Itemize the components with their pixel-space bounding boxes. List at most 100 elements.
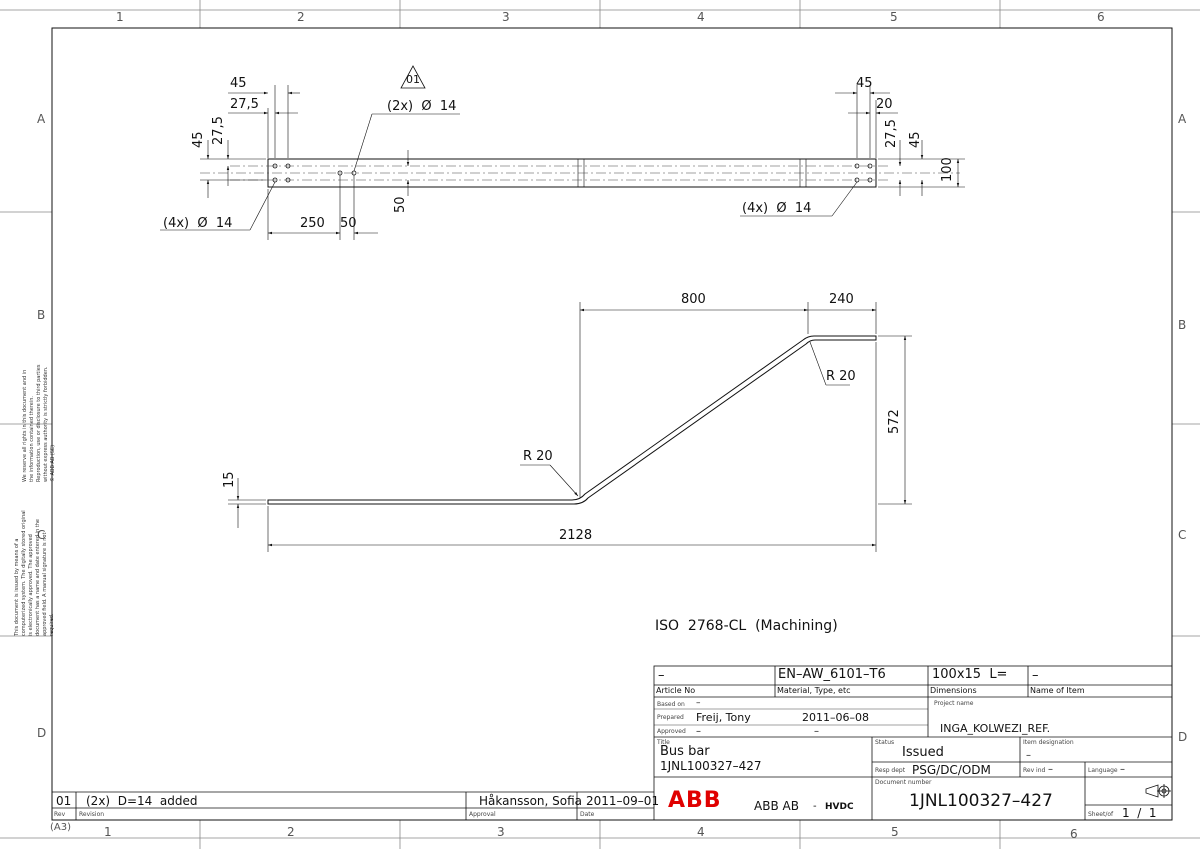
- prepared-date: 2011–06–08: [802, 711, 869, 724]
- dim-45-vertical-right: 45: [908, 131, 923, 148]
- projection-symbol-icon: [1145, 784, 1171, 798]
- project-name-value: INGA_KOLWEZI_REF.: [940, 722, 1051, 735]
- zone-col-3-bottom: 3: [497, 825, 505, 839]
- name-of-item-label: Name of Item: [1030, 686, 1085, 695]
- zone-col-2-top: 2: [297, 10, 305, 24]
- zone-col-1-top: 1: [116, 10, 124, 24]
- approved-value-tb: –: [696, 726, 701, 737]
- zone-col-5-bottom: 5: [891, 825, 899, 839]
- dim-20-right: 20: [876, 97, 893, 112]
- language-value: –: [1120, 764, 1125, 775]
- revision-rev-label: Rev: [54, 811, 66, 818]
- radius-top: R 20: [826, 369, 856, 384]
- side-view-bar: [267, 335, 877, 505]
- article-no-label: Article No: [656, 686, 696, 695]
- title-line2: 1JNL100327–427: [660, 759, 762, 773]
- top-view-dimension-lines: [160, 85, 965, 240]
- document-number-value: 1JNL100327–427: [909, 791, 1053, 811]
- dim-50: 50: [340, 216, 357, 231]
- zone-col-6-top: 6: [1097, 10, 1105, 24]
- copyright-note: We reserve all rights in this document a…: [22, 364, 56, 482]
- item-designation-label: Item designation: [1023, 739, 1074, 746]
- dim-27-5-left: 27,5: [230, 97, 259, 112]
- drawing-border: [51, 27, 1173, 821]
- revision-approved-by: Håkansson, Sofia: [479, 794, 583, 808]
- sheet-value: 1 / 1: [1122, 806, 1157, 820]
- status-label: Status: [875, 739, 895, 746]
- zone-col-3-top: 3: [502, 10, 510, 24]
- dim-27-5-vertical-left: 27,5: [211, 116, 226, 145]
- dimensions-label: Dimensions: [930, 686, 977, 695]
- revision-text: (2x) D=14 added: [86, 794, 198, 808]
- zone-col-4-top: 4: [697, 10, 705, 24]
- article-no-value: –: [658, 668, 665, 683]
- revision-rev: 01: [56, 794, 72, 808]
- title-line1: Bus bar: [660, 744, 710, 759]
- dim-50-vertical: 50: [393, 196, 408, 213]
- zone-row-d-right: D: [1178, 730, 1188, 744]
- status-value: Issued: [902, 745, 944, 760]
- holes-right-callout: (4x) Ø 14: [742, 201, 812, 216]
- revision-date: 2011–09–01: [586, 794, 660, 808]
- based-on-label: Based on: [657, 701, 685, 708]
- material-label: Material, Type, etc: [777, 686, 851, 695]
- dim-45-vertical-left: 45: [191, 131, 206, 148]
- dim-45-right: 45: [856, 76, 873, 91]
- document-number-label: Document number: [875, 779, 932, 786]
- division-name: HVDC: [825, 802, 854, 812]
- resp-dept-value: PSG/DC/ODM: [912, 763, 991, 777]
- dim-27-5-vertical-right: 27,5: [884, 119, 899, 148]
- holes-left-callout: (4x) Ø 14: [163, 216, 233, 231]
- approved-label-tb: Approved: [657, 728, 686, 735]
- dim-250: 250: [300, 216, 325, 231]
- tolerance-note: ISO 2768-CL (Machining): [655, 618, 838, 634]
- radius-bottom: R 20: [523, 449, 553, 464]
- hole-center-callout: (2x) Ø 14: [387, 99, 457, 114]
- rev-ind-value: –: [1048, 764, 1053, 775]
- zone-row-a-left: A: [37, 112, 46, 126]
- company-name: ABB AB: [754, 799, 799, 813]
- title-block-grid: [52, 665, 1173, 821]
- revision-triangle: [400, 65, 426, 89]
- dim-240: 240: [829, 292, 854, 307]
- revision-text-label: Revision: [79, 811, 105, 818]
- dim-100: 100: [940, 157, 955, 182]
- name-of-item-value: –: [1032, 668, 1039, 683]
- resp-dept-label: Resp dept: [875, 767, 906, 774]
- abb-logo: ABB: [668, 788, 722, 813]
- approved-date-tb: –: [814, 726, 819, 737]
- zone-row-a-right: A: [1178, 112, 1187, 126]
- prepared-value: Freij, Tony: [696, 711, 751, 724]
- zone-row-d-left: D: [37, 726, 47, 740]
- prepared-label: Prepared: [657, 714, 684, 721]
- electronic-approval-note: This document is issued by means of a co…: [14, 510, 55, 636]
- dim-572: 572: [887, 409, 902, 434]
- zone-row-c-right: C: [1178, 528, 1187, 542]
- dim-15: 15: [222, 471, 237, 488]
- zone-col-2-bottom: 2: [287, 825, 295, 839]
- title-label: Title: [657, 739, 670, 746]
- material-value: EN–AW_6101–T6: [778, 667, 886, 682]
- revision-approval-label: Approval: [469, 811, 496, 818]
- item-designation-value: –: [1026, 750, 1031, 761]
- revision-marker: 01: [406, 73, 420, 86]
- zone-col-6-bottom: 6: [1070, 827, 1078, 841]
- side-view-dimension-lines: [228, 302, 912, 552]
- dim-45-left: 45: [230, 76, 247, 91]
- top-view-centerlines: [200, 165, 960, 181]
- zone-col-5-top: 5: [890, 10, 898, 24]
- zone-col-1-bottom: 1: [104, 825, 112, 839]
- sheet-size: (A3): [50, 822, 72, 833]
- rev-ind-label: Rev ind: [1023, 767, 1046, 774]
- dimensions-value: 100x15 L=: [932, 667, 1008, 682]
- revision-date-label: Date: [580, 811, 595, 818]
- zone-row-c-left: C: [37, 528, 46, 542]
- based-on-value: –: [696, 698, 701, 708]
- sheet-label: Sheet/of: [1088, 811, 1114, 818]
- zone-row-b-right: B: [1178, 318, 1187, 332]
- dim-2128: 2128: [559, 528, 593, 543]
- division-separator: -: [813, 801, 817, 812]
- language-label: Language: [1088, 767, 1118, 774]
